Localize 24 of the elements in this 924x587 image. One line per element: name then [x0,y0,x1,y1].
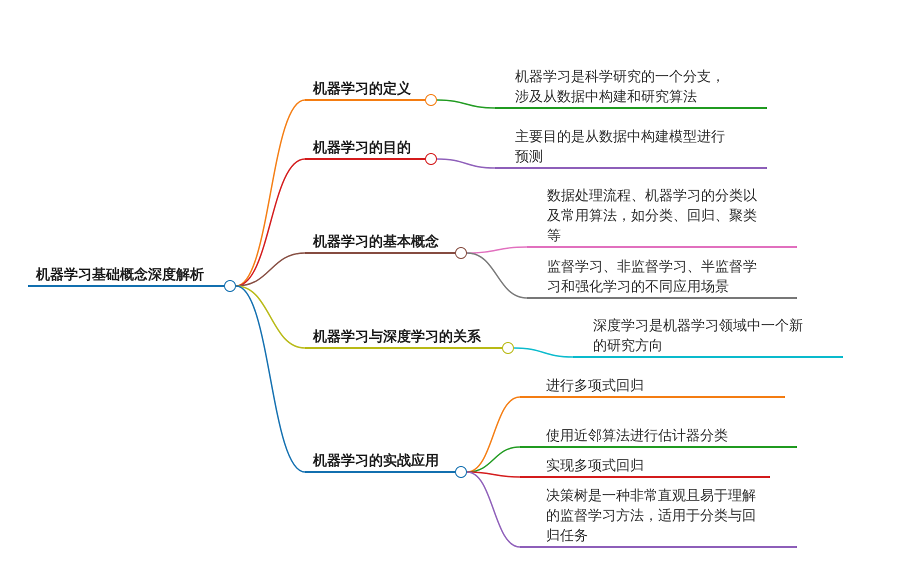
leaf-topic: 进行多项式回归 [520,376,785,398]
root-topic: 机器学习基础概念深度解析 [28,265,236,292]
branch-line [236,285,306,473]
branch-topic: 机器学习的实战应用 [305,451,467,478]
branch-line [466,471,520,548]
leaf-topic: 监督学习、非监督学习、半监督学习和强化学习的不同应用场景 [527,257,797,299]
branch-line [466,446,520,473]
branch-line [466,252,528,299]
leaf-topic: 决策树是一种非常直观且易于理解的监督学习方法，适用于分类与回归任务 [520,486,797,548]
leaf-topic: 数据处理流程、机器学习的分类以及常用算法，如分类、回归、聚类等 [527,186,797,248]
branch-line [436,99,496,109]
branch-line [514,347,574,358]
branch-topic: 机器学习与深度学习的关系 [305,327,514,354]
branch-topic: 机器学习的目的 [305,138,437,165]
branch-line [236,252,306,287]
branch-line [436,158,496,169]
leaf-topic: 使用近邻算法进行估计器分类 [520,426,797,448]
leaf-topic: 机器学习是科学研究的一个分支，涉及从数据中构建和研究算法 [495,67,767,109]
branch-topic: 机器学习的基本概念 [305,232,467,259]
branch-line [466,246,528,254]
branch-topic: 机器学习的定义 [305,79,437,106]
leaf-topic: 主要目的是从数据中构建模型进行预测 [495,127,767,169]
leaf-topic: 实现多项式回归 [520,456,770,478]
leaf-topic: 深度学习是机器学习领域中一个新的研究方向 [573,316,843,358]
